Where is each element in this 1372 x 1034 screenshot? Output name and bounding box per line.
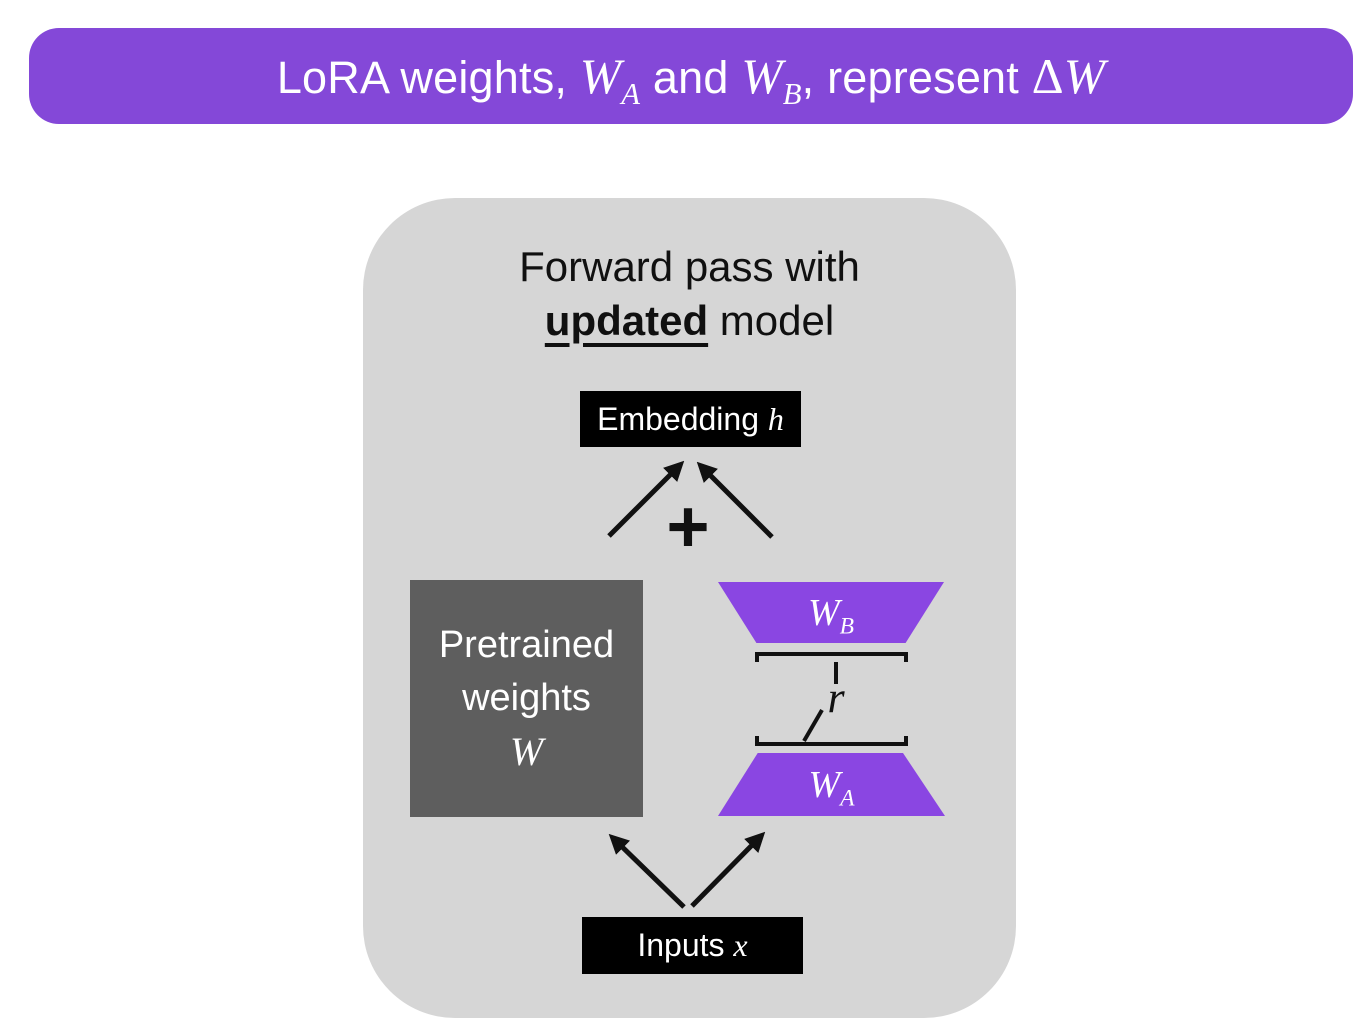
plus-sign: + (666, 484, 710, 568)
pretrained-weights-box: Pretrained weights W (410, 580, 643, 817)
banner-part3: , represent (801, 51, 1032, 103)
panel-title-updated: updated (544, 297, 709, 344)
panel-title: Forward pass with updated model (363, 240, 1016, 348)
pretrained-w-symbol: W (509, 729, 544, 774)
banner-wb: WB (741, 48, 802, 111)
lora-wa-trapezoid: WA (718, 753, 945, 816)
inputs-x-symbol: x (733, 927, 748, 963)
lora-wb-trapezoid: WB (718, 582, 944, 643)
banner-delta: Δ (1031, 48, 1064, 104)
banner-part2: and (640, 51, 742, 103)
banner-wa: WA (579, 48, 641, 111)
wb-label: WB (807, 591, 855, 640)
wa-label: WA (808, 763, 855, 812)
pretrained-line1: Pretrained (438, 624, 615, 666)
embedding-label: Embedding h (597, 400, 784, 437)
title-banner: LoRA weights, WA and WB, represent ΔW (29, 28, 1353, 124)
inputs-box: Inputs x (582, 917, 803, 974)
rank-r-label: r (827, 672, 845, 722)
embedding-h-symbol: h (767, 400, 784, 437)
banner-delta-w: W (1063, 48, 1106, 104)
panel-title-model: model (708, 297, 835, 344)
panel-title-line2: updated model (363, 294, 1016, 348)
banner-text: LoRA weights, WA and WB, represent ΔW (276, 48, 1106, 111)
embedding-box: Embedding h (580, 391, 801, 447)
panel-title-line1: Forward pass with (519, 243, 860, 290)
inputs-label: Inputs x (637, 927, 748, 963)
pretrained-line2: weights (462, 677, 591, 719)
banner-part1: LoRA weights, (276, 51, 580, 103)
